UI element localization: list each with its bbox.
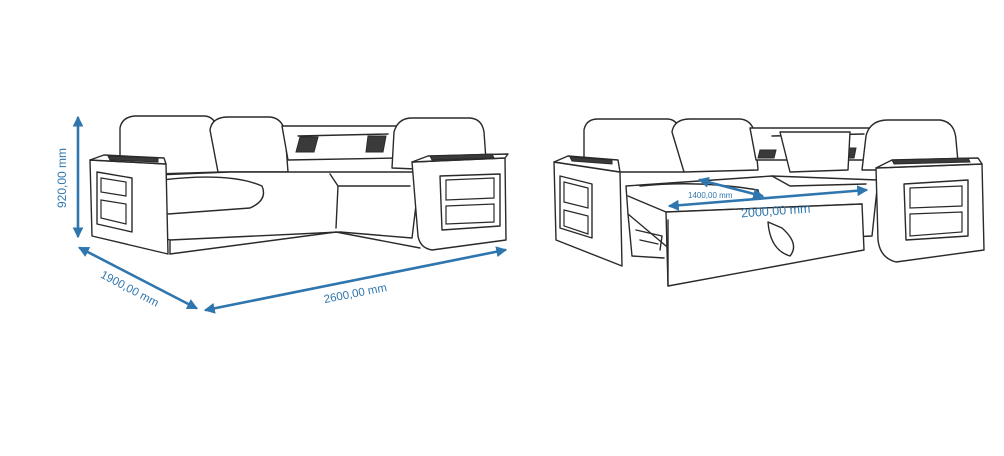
depth-dimension: 1900,00 mm <box>78 246 198 310</box>
bed-length-label: 2000,00 mm <box>741 202 811 221</box>
bed-length-dimension: 2000,00 mm <box>667 185 869 221</box>
width-dimension: 2600,00 mm <box>203 246 508 314</box>
depth-label: 1900,00 mm <box>98 269 160 310</box>
height-dimension: 920,00 mm <box>55 115 84 239</box>
corner-sofa-unfolded <box>553 118 985 287</box>
corner-sofa-assembled <box>89 115 509 255</box>
bed-width-label: 1400,00 mm <box>688 191 733 200</box>
height-label: 920,00 mm <box>55 148 69 208</box>
